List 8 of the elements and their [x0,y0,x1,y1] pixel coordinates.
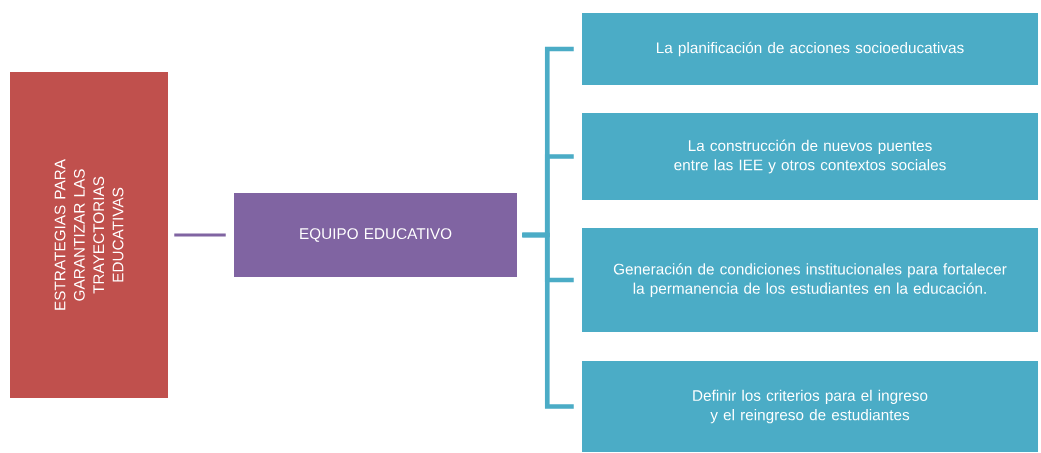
title-box: ESTRATEGIAS PARA GARANTIZAR LAS TRAYECTORIAS EDUCATIVAS [10,72,168,398]
strategy-box: Generación de condiciones institucionales para fortalecer la permanencia de los estudiantes en la educación. [582,228,1038,332]
team-box: EQUIPO EDUCATIVO [234,193,517,277]
connector-line [174,233,226,237]
strategy-box: La planificación de acciones socioeducativas [582,13,1038,85]
connector-line [522,232,574,409]
strategy-box: La construcción de nuevos puentes entre las IEE y otros contextos sociales [582,113,1038,200]
strategy-box: Definir los criterios para el ingreso y el reingreso de estudiantes [582,361,1038,452]
